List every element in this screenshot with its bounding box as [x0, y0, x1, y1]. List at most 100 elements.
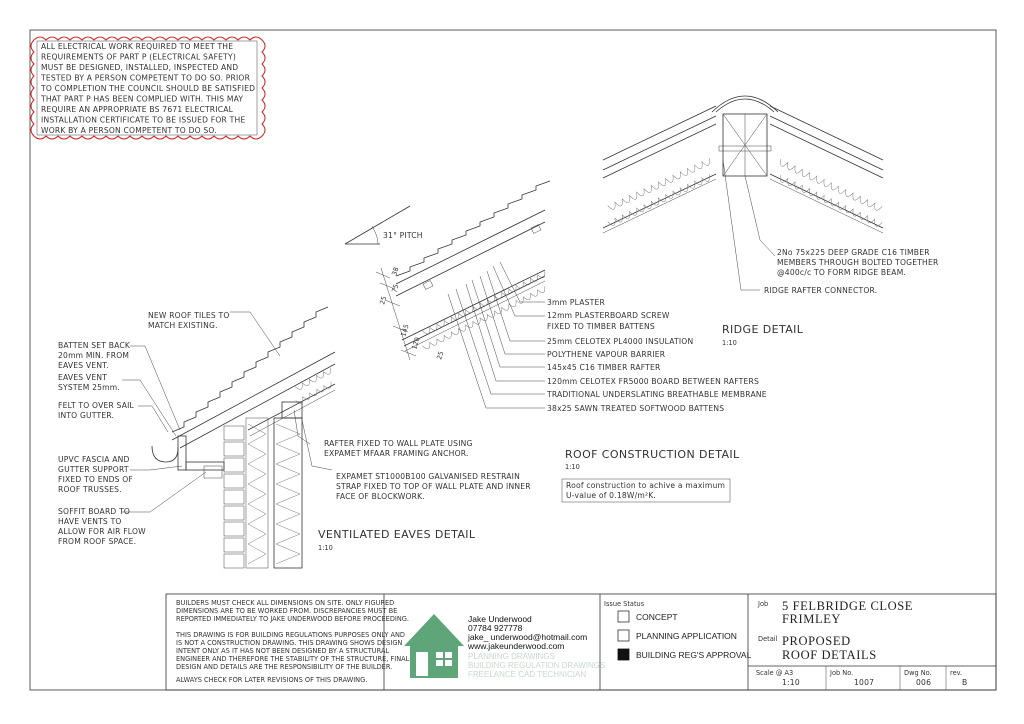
svg-text:www.jakeunderwood.com: www.jakeunderwood.com — [467, 641, 564, 651]
svg-text:BATTEN SET BACK: BATTEN SET BACK — [58, 341, 131, 350]
u-value-box — [561, 478, 731, 503]
svg-text:EXPAMET ST1000B100 GALVANISED: EXPAMET ST1000B100 GALVANISED RESTRAIN — [336, 472, 520, 481]
eaves-label-batten: EAVES VENT. — [58, 361, 109, 370]
roof-layer-label: 3mm PLASTER — [547, 298, 605, 307]
job-label: Job — [757, 600, 768, 608]
svg-text:EAVES VENT: EAVES VENT — [58, 373, 107, 382]
rev-label: rev. — [950, 669, 962, 677]
eaves-label-fascia: ROOF TRUSSES. — [58, 485, 122, 494]
svg-text:NEW ROOF TILES TO: NEW ROOF TILES TO — [148, 311, 230, 320]
disclaimer-line: ALWAYS CHECK FOR LATER REVISIONS OF THIS… — [176, 676, 367, 684]
svg-text:FACE OF BLOCKWORK.: FACE OF BLOCKWORK. — [336, 492, 425, 501]
svg-text:IS NOT A CONSTRUCTION DRAWING.: IS NOT A CONSTRUCTION DRAWING. THIS DRAW… — [176, 639, 402, 647]
svg-text:145: 145 — [399, 323, 410, 337]
ridge-beam-note: MEMBERS THROUGH BOLTED TOGETHER — [777, 258, 939, 267]
scale-label: Scale @ A3 — [756, 669, 793, 677]
eaves-detail-title: VENTILATED EAVES DETAIL — [318, 528, 476, 541]
eaves-label-soffit: FROM ROOF SPACE. — [58, 537, 136, 546]
svg-text:PLANNING APPLICATION: PLANNING APPLICATION — [636, 631, 737, 641]
job-line: 5 FELBRIDGE CLOSE — [782, 599, 913, 613]
svg-text:ROOF CONSTRUCTION DETAIL: ROOF CONSTRUCTION DETAIL — [565, 448, 740, 461]
title-block: BUILDERS MUST CHECK ALL DIMENSIONS ON SI… — [165, 593, 997, 691]
svg-text:006: 006 — [916, 678, 931, 687]
detail-label: Detail — [758, 635, 778, 643]
rev-value: B — [962, 678, 967, 687]
eaves-detail-drawing — [122, 306, 336, 569]
disclaimer-line: REPORTED IMMEDIATELY TO JAKE UNDERWOOD B… — [176, 615, 409, 623]
svg-text:DIMENSIONS ARE TO BE WORKED FR: DIMENSIONS ARE TO BE WORKED FROM. DISCRE… — [176, 607, 397, 615]
disclaimer-line: INTENT ONLY AS IT HAS NOT BEEN DESIGNED … — [176, 647, 389, 655]
detail-line: ROOF DETAILS — [782, 648, 877, 662]
svg-text:WORK BY A PERSON COMPETENT TO: WORK BY A PERSON COMPETENT TO DO SO. — [41, 126, 217, 135]
house-logo — [404, 614, 464, 678]
roof-layer-label: TRADITIONAL UNDERSLATING BREATHABLE MEMB… — [546, 390, 767, 399]
svg-text:38: 38 — [390, 266, 400, 276]
svg-text:25mm CELOTEX PL4000 INSULATION: 25mm CELOTEX PL4000 INSULATION — [547, 337, 693, 346]
contact-website[interactable]: www.jakeunderwood.com — [467, 641, 564, 651]
eaves-label-rafter-fixed: EXPAMET MFAAR FRAMING ANCHOR. — [324, 449, 469, 458]
svg-text:1:10: 1:10 — [318, 544, 333, 552]
svg-text:INSTALLATION CERTIFICATE TO BE: INSTALLATION CERTIFICATE TO BE ISSUED FO… — [41, 116, 245, 125]
roof-construction-title: ROOF CONSTRUCTION DETAIL — [565, 448, 740, 461]
eaves-label-strap: EXPAMET ST1000B100 GALVANISED RESTRAIN — [336, 472, 520, 481]
contact-phone: 07784 927778 — [468, 623, 523, 633]
svg-text:THAT PART P HAS BEEN COMPLIED: THAT PART P HAS BEEN COMPLIED WITH. THIS… — [40, 95, 243, 104]
roof-layer-label: 145x45 C16 TIMBER RAFTER — [547, 363, 661, 372]
svg-text:ROOF TRUSSES.: ROOF TRUSSES. — [58, 485, 122, 494]
svg-text:TO COMPLETION THE COUNCIL SHOU: TO COMPLETION THE COUNCIL SHOULD BE SATI… — [40, 84, 255, 93]
roof-layer-label: POLYTHENE VAPOUR BARRIER — [547, 350, 666, 359]
roof-layer-label: 38x25 SAWN TREATED SOFTWOOD BATTENS — [547, 404, 724, 413]
contact-email[interactable]: jake_ underwood@hotmail.com — [467, 632, 587, 642]
svg-text:FIXED TO ENDS OF: FIXED TO ENDS OF — [58, 475, 133, 484]
svg-text:1007: 1007 — [854, 678, 874, 687]
svg-text:TESTED BY A PERSON COMPETENT T: TESTED BY A PERSON COMPETENT TO DO SO. P… — [40, 74, 251, 83]
contact-name: Jake Underwood — [468, 614, 532, 624]
job-line: FRIMLEY — [782, 612, 841, 626]
svg-text:STRAP FIXED TO TOP OF WALL PLA: STRAP FIXED TO TOP OF WALL PLATE AND INN… — [336, 482, 531, 491]
svg-text:BUILDERS MUST CHECK ALL DIMENS: BUILDERS MUST CHECK ALL DIMENSIONS ON SI… — [176, 599, 394, 607]
svg-text:rev.: rev. — [950, 669, 962, 677]
eaves-label-vent: SYSTEM 25mm. — [58, 383, 120, 392]
eaves-label-soffit: SOFFIT BOARD TO — [58, 507, 130, 516]
eaves-label-batten: BATTEN SET BACK — [58, 341, 131, 350]
svg-text:POLYTHENE VAPOUR BARRIER: POLYTHENE VAPOUR BARRIER — [547, 350, 666, 359]
u-value-note: Roof construction to achive a maximum — [566, 481, 725, 490]
svg-text:FELT TO OVER SAIL: FELT TO OVER SAIL — [58, 401, 135, 410]
planning-checkbox[interactable] — [617, 629, 630, 642]
svg-text:FRIMLEY: FRIMLEY — [782, 612, 841, 626]
svg-text:20mm MIN. FROM: 20mm MIN. FROM — [58, 351, 129, 360]
disclaimer-line: DESIGN AND DETAILS ARE THE RESPONSIBILIT… — [176, 663, 392, 671]
dimension-label: 38 — [390, 266, 400, 276]
svg-text:Dwg No.: Dwg No. — [904, 669, 932, 677]
concept-checkbox[interactable] — [617, 610, 630, 623]
svg-text:12mm PLASTERBOARD SCREW: 12mm PLASTERBOARD SCREW — [547, 311, 670, 320]
issue-option-label: CONCEPT — [636, 612, 678, 622]
revision-cloud — [30, 36, 266, 140]
svg-text:UPVC FASCIA AND: UPVC FASCIA AND — [58, 455, 130, 464]
building-regs-checkbox[interactable] — [617, 648, 630, 661]
disclaimer-line: DIMENSIONS ARE TO BE WORKED FROM. DISCRE… — [176, 607, 397, 615]
eaves-label-felt: INTO GUTTER. — [58, 411, 114, 420]
eaves-label-soffit: HAVE VENTS TO — [58, 517, 122, 526]
electrical-note-line: MUST BE DESIGNED, INSTALLED, INSPECTED A… — [41, 63, 238, 72]
svg-text:75: 75 — [390, 283, 400, 293]
ridge-connector-note: RIDGE RAFTER CONNECTOR. — [764, 286, 877, 295]
svg-text:INTENT ONLY AS IT HAS NOT BEEN: INTENT ONLY AS IT HAS NOT BEEN DESIGNED … — [176, 647, 389, 655]
service-line: BUILDING REGULATION DRAWINGS — [468, 661, 605, 670]
eaves-label-felt: FELT TO OVER SAIL — [58, 401, 135, 410]
electrical-note-line: INSTALLATION CERTIFICATE TO BE ISSUED FO… — [41, 116, 245, 125]
svg-text:ROOF DETAILS: ROOF DETAILS — [782, 648, 877, 662]
dimension-label: 75 — [390, 283, 400, 293]
svg-text:REQUIRE AN APPROPRIATE BS 7671: REQUIRE AN APPROPRIATE BS 7671 ELECTRICA… — [41, 105, 234, 114]
issue-option-label: PLANNING APPLICATION — [636, 631, 737, 641]
eaves-label-batten: 20mm MIN. FROM — [58, 351, 129, 360]
dimension-label: 120 — [410, 336, 421, 350]
svg-text:MUST BE DESIGNED, INSTALLED, I: MUST BE DESIGNED, INSTALLED, INSPECTED A… — [41, 63, 238, 72]
dwg-no-label: Dwg No. — [904, 669, 932, 677]
electrical-note-line: WORK BY A PERSON COMPETENT TO DO SO. — [41, 126, 217, 135]
svg-text:EAVES VENT.: EAVES VENT. — [58, 361, 109, 370]
electrical-note-line: TO COMPLETION THE COUNCIL SHOULD BE SATI… — [40, 84, 255, 93]
svg-text:FREELANCE CAD TECHNICIAN: FREELANCE CAD TECHNICIAN — [468, 670, 586, 679]
eaves-label-soffit: ALLOW FOR AIR FLOW — [58, 527, 146, 536]
eaves-label-fascia: FIXED TO ENDS OF — [58, 475, 133, 484]
